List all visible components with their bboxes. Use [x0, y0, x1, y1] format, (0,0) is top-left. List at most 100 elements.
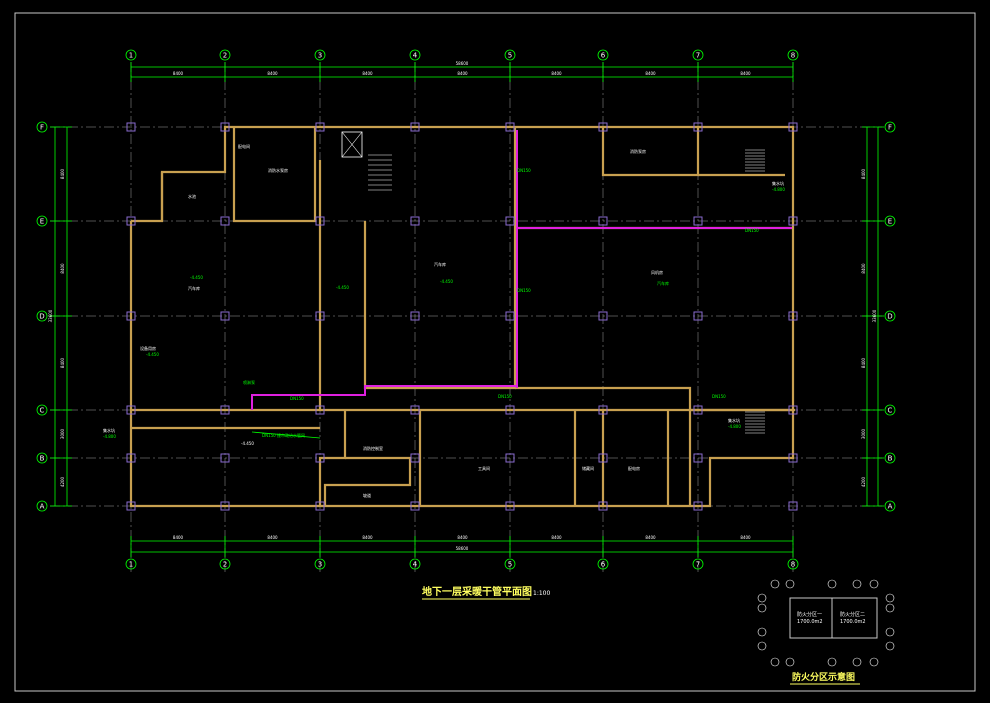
wall-segment [323, 456, 412, 506]
axis-bubble-top [597, 49, 609, 61]
wall-segment [601, 127, 700, 177]
structural-column [598, 216, 608, 226]
inset-bubble [770, 579, 780, 589]
structural-column [410, 501, 420, 511]
room-label: -4.450 [440, 279, 453, 284]
room-label: -4.800 [728, 424, 741, 429]
dim-left-span: 8400 [60, 263, 65, 274]
inset-bubble [770, 657, 780, 667]
room-label: 消防泵房 [630, 148, 646, 154]
axis-label-col: 3 [318, 52, 322, 60]
dim-bottom-total: 58600 [456, 546, 469, 551]
dim-right-total: 33600 [872, 309, 877, 322]
structural-column [693, 453, 703, 463]
room-label: -4.450 [190, 275, 203, 280]
fire-zone-inset: 防火分区一 1700.0m2 防火分区二 1700.0m2 防火分区示意图 [757, 579, 895, 685]
axis-bubble-bottom [219, 558, 231, 570]
room-labels: 配电间消防水泵房水池-4.450汽车库-4.450设备用房-4.450汽车库-4… [103, 143, 785, 498]
structural-column [220, 311, 230, 321]
drawing-title: 地下一层采暖干管平面图 1:100 [422, 585, 550, 600]
axis-bubble-bottom [504, 558, 516, 570]
room-label: 工具间 [478, 465, 490, 471]
inset-zone-one-area: 1700.0m2 [797, 619, 823, 625]
inset-zone-two-area: 1700.0m2 [840, 619, 866, 625]
inset-bubble [757, 603, 767, 613]
axis-bubble-left [36, 121, 48, 133]
axis-label-row: C [40, 407, 45, 415]
axis-bubble-top [314, 49, 326, 61]
dim-top-span: 8400 [173, 71, 184, 76]
room-label: 设备用房 [140, 345, 156, 351]
structural-column [410, 216, 420, 226]
structural-column [126, 453, 136, 463]
dim-left-span: 8400 [60, 168, 65, 179]
structural-column [126, 122, 136, 132]
structural-column [693, 501, 703, 511]
drawing-title-text: 地下一层采暖干管平面图 [422, 585, 532, 598]
room-label: -4.450 [336, 285, 349, 290]
axis-bubble-left [36, 500, 48, 512]
room-label: DN150 [517, 288, 531, 293]
room-label: -4.450 [241, 441, 254, 446]
dim-bottom-span: 8400 [362, 535, 373, 540]
axis-bubble-top [125, 49, 137, 61]
structural-columns [126, 122, 798, 511]
axis-bubble-bottom [409, 558, 421, 570]
structural-column [315, 453, 325, 463]
axis-label-row: A [40, 503, 45, 511]
axis-bubble-top [787, 49, 799, 61]
axis-label-col: 4 [413, 561, 418, 569]
axis-label-col: 5 [508, 52, 512, 60]
room-label: 汽车库 [434, 261, 446, 267]
room-label: 喷淋泵 [243, 379, 255, 385]
dim-right-span: 3000 [861, 428, 866, 439]
inset-bubble [869, 657, 879, 667]
inset-bubble [885, 627, 895, 637]
structural-column [315, 122, 325, 132]
dim-right-span: 8400 [861, 263, 866, 274]
axis-bubble-bottom [597, 558, 609, 570]
axis-label-col: 2 [223, 52, 227, 60]
axis-bubble-right [884, 452, 896, 464]
structural-column [788, 405, 798, 415]
axis-label-row: B [888, 455, 893, 463]
axis-bubble-bottom [787, 558, 799, 570]
inset-bubble [852, 657, 862, 667]
structural-column [505, 453, 515, 463]
axis-label-col: 6 [601, 52, 606, 60]
dim-left-span: 4200 [60, 476, 65, 487]
inset-bubble [785, 657, 795, 667]
structural-column [505, 405, 515, 415]
inset-bubble [757, 627, 767, 637]
structural-column [315, 216, 325, 226]
drawing-scale-text: 1:100 [533, 590, 550, 597]
axis-bubble-right [884, 310, 896, 322]
room-label: DN150 [290, 396, 304, 401]
inset-bubble [885, 603, 895, 613]
axis-label-col: 1 [129, 561, 133, 569]
wall-segment [363, 127, 517, 390]
structural-column [410, 405, 420, 415]
axis-bubble-bottom [692, 558, 704, 570]
room-label: 配电间 [238, 143, 250, 149]
room-label: 消防水泵房 [268, 167, 288, 173]
structural-column [505, 501, 515, 511]
axis-label-col: 3 [318, 561, 322, 569]
dim-bottom-span: 8400 [457, 535, 468, 540]
axis-bubble-left [36, 452, 48, 464]
dim-left-span: 8400 [60, 357, 65, 368]
structural-column [315, 501, 325, 511]
structural-column [410, 311, 420, 321]
structural-column [598, 405, 608, 415]
axis-bubble-bottom [314, 558, 326, 570]
structural-column [693, 216, 703, 226]
inset-bubble [869, 579, 879, 589]
inset-bubble [885, 641, 895, 651]
dim-top-span: 8400 [740, 71, 751, 76]
room-label: 汽车库 [188, 285, 200, 291]
room-label: -4.800 [103, 434, 116, 439]
axis-label-col: 7 [696, 52, 700, 60]
inset-bubble [827, 657, 837, 667]
